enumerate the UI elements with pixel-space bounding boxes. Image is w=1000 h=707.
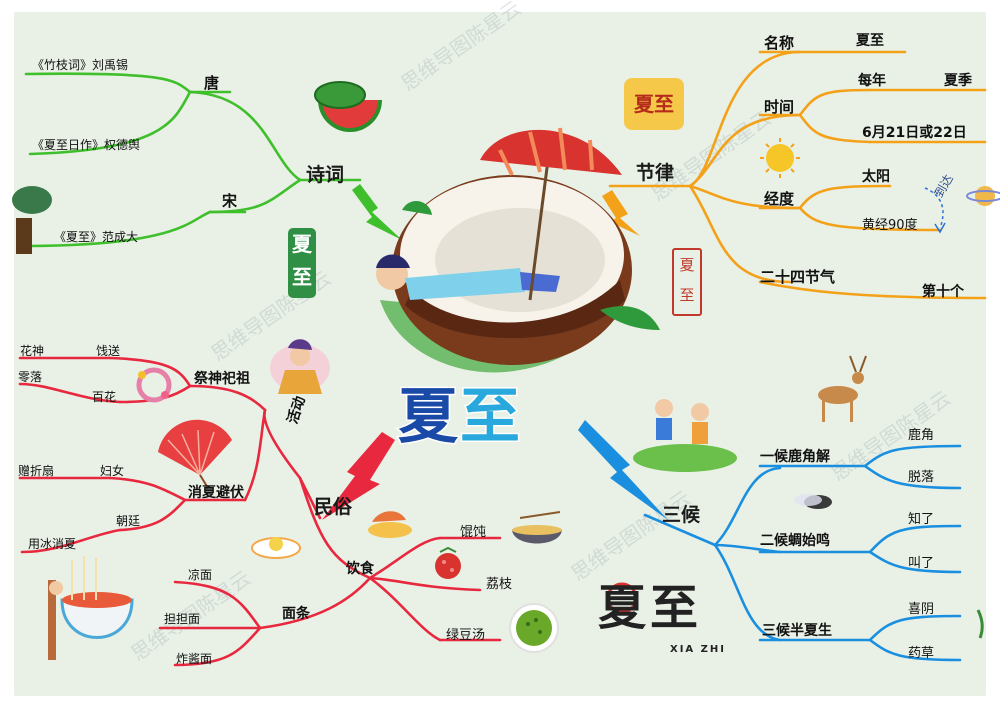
poetry-tang-item-1: 《竹枝词》刘禹锡	[32, 58, 129, 72]
folding-fan-illustration	[158, 419, 232, 489]
folk-cooling-ice: 用冰消夏	[28, 537, 77, 551]
poetry-tang-label[interactable]: 唐	[204, 74, 220, 92]
folk-noodles-zhajiang: 炸酱面	[176, 652, 213, 666]
plant-illustration	[976, 609, 984, 639]
festival-name-value: 夏至	[856, 33, 884, 49]
central-char-2: 至	[459, 381, 522, 454]
folk-cooling-court: 朝廷	[116, 514, 141, 528]
mung-bean-soup-illustration	[509, 603, 559, 653]
folk-worship-flowers: 百花	[92, 390, 117, 404]
central-title: 夏至	[397, 368, 522, 455]
flower-fairy-illustration	[270, 339, 330, 394]
big-logo-pinyin: XIA ZHI	[670, 644, 726, 655]
big-logo: 夏至	[598, 580, 703, 636]
poetry-song-item-1: 《夏至》范成大	[54, 230, 139, 244]
planet-illustration	[966, 186, 1000, 206]
poetry-song-label[interactable]: 宋	[222, 192, 238, 210]
festival-time-annual: 每年	[858, 73, 886, 89]
folk-worship-fall: 零落	[18, 370, 43, 384]
folk-food-wonton: 馄饨	[460, 525, 487, 540]
deer-illustration	[818, 355, 867, 422]
folk-worship-god: 花神	[20, 344, 45, 358]
festival-longitude-label[interactable]: 经度	[764, 190, 795, 208]
poetry-main-lightning	[352, 184, 402, 240]
folk-food-mung: 绿豆汤	[446, 628, 486, 643]
pentads-second-item-1: 知了	[908, 512, 935, 527]
topic-festival[interactable]: 节律	[636, 162, 675, 184]
festival-solar-terms-value: 第十个	[922, 284, 964, 300]
dish-illustration	[251, 511, 412, 559]
children-illustration	[633, 399, 737, 472]
pentads-main-lightning	[578, 420, 668, 520]
folk-food-lychee: 荔枝	[486, 577, 513, 592]
sun-illustration	[760, 138, 800, 178]
red-seal: 夏至	[672, 248, 702, 316]
folk-worship-label[interactable]: 祭神祀祖	[194, 371, 250, 387]
folk-worship-send: 饯送	[96, 344, 121, 358]
central-char-1: 夏	[397, 381, 460, 454]
festival-branch-lines	[608, 50, 987, 300]
folk-noodles-cold: 凉面	[188, 568, 213, 582]
noodle-bowl-illustration	[48, 556, 134, 660]
pentads-third-item-1: 喜阴	[908, 602, 935, 617]
pentads-third-item-2: 药草	[908, 646, 935, 661]
poetry-branch-lines	[24, 72, 362, 248]
watermelon-illustration	[314, 81, 382, 132]
folk-cooling-label[interactable]: 消夏避伏	[188, 485, 244, 501]
pentads-first-item-1: 鹿角	[908, 428, 935, 443]
pentads-third-label[interactable]: 三候半夏生	[762, 623, 832, 639]
festival-name-label[interactable]: 名称	[764, 34, 795, 52]
logo-red-ring	[606, 582, 638, 614]
coconut-illustration	[376, 127, 660, 373]
festival-longitude-sun: 太阳	[862, 169, 890, 185]
folk-main-lightning	[322, 432, 395, 520]
folk-cooling-fan: 赠折扇	[18, 464, 55, 478]
festival-time-label[interactable]: 时间	[764, 98, 795, 116]
summer-badge: 夏至	[624, 78, 684, 130]
topic-folk[interactable]: 民俗	[314, 496, 353, 518]
topic-pentads[interactable]: 三候	[662, 504, 701, 526]
arrive-arrow	[924, 187, 944, 229]
poetry-tang-item-2: 《夏至日作》权德舆	[32, 138, 141, 152]
festival-solar-terms-label[interactable]: 二十四节气	[760, 268, 836, 286]
pentads-first-item-2: 脱落	[908, 470, 935, 485]
pentads-branch-lines	[643, 444, 962, 662]
summer-badge-text: 夏至	[634, 92, 674, 116]
flower-wreath-illustration	[136, 367, 172, 403]
festival-main-lightning	[602, 190, 640, 236]
festival-time-date: 6月21日或22日	[862, 125, 967, 141]
folk-branch-lines	[18, 356, 502, 667]
folk-noodles-label[interactable]: 面条	[282, 606, 310, 622]
frog-illustration	[12, 186, 52, 254]
pentads-second-item-2: 叫了	[908, 556, 935, 571]
lychee-illustration	[435, 546, 461, 579]
green-seal: 夏至	[288, 228, 316, 298]
folk-cooling-women: 妇女	[100, 464, 125, 478]
pentads-first-label[interactable]: 一候鹿角解	[760, 449, 830, 465]
folk-food-label[interactable]: 饮食	[346, 561, 374, 577]
festival-time-season: 夏季	[944, 73, 972, 89]
festival-longitude-ecliptic: 黄经90度	[862, 218, 918, 233]
pentads-second-label[interactable]: 二候蜩始鸣	[760, 533, 830, 549]
cicada-illustration	[794, 494, 832, 509]
wonton-bowl-illustration	[512, 511, 562, 544]
topic-poetry[interactable]: 诗词	[306, 164, 345, 186]
folk-noodles-dandan: 担担面	[164, 612, 201, 626]
